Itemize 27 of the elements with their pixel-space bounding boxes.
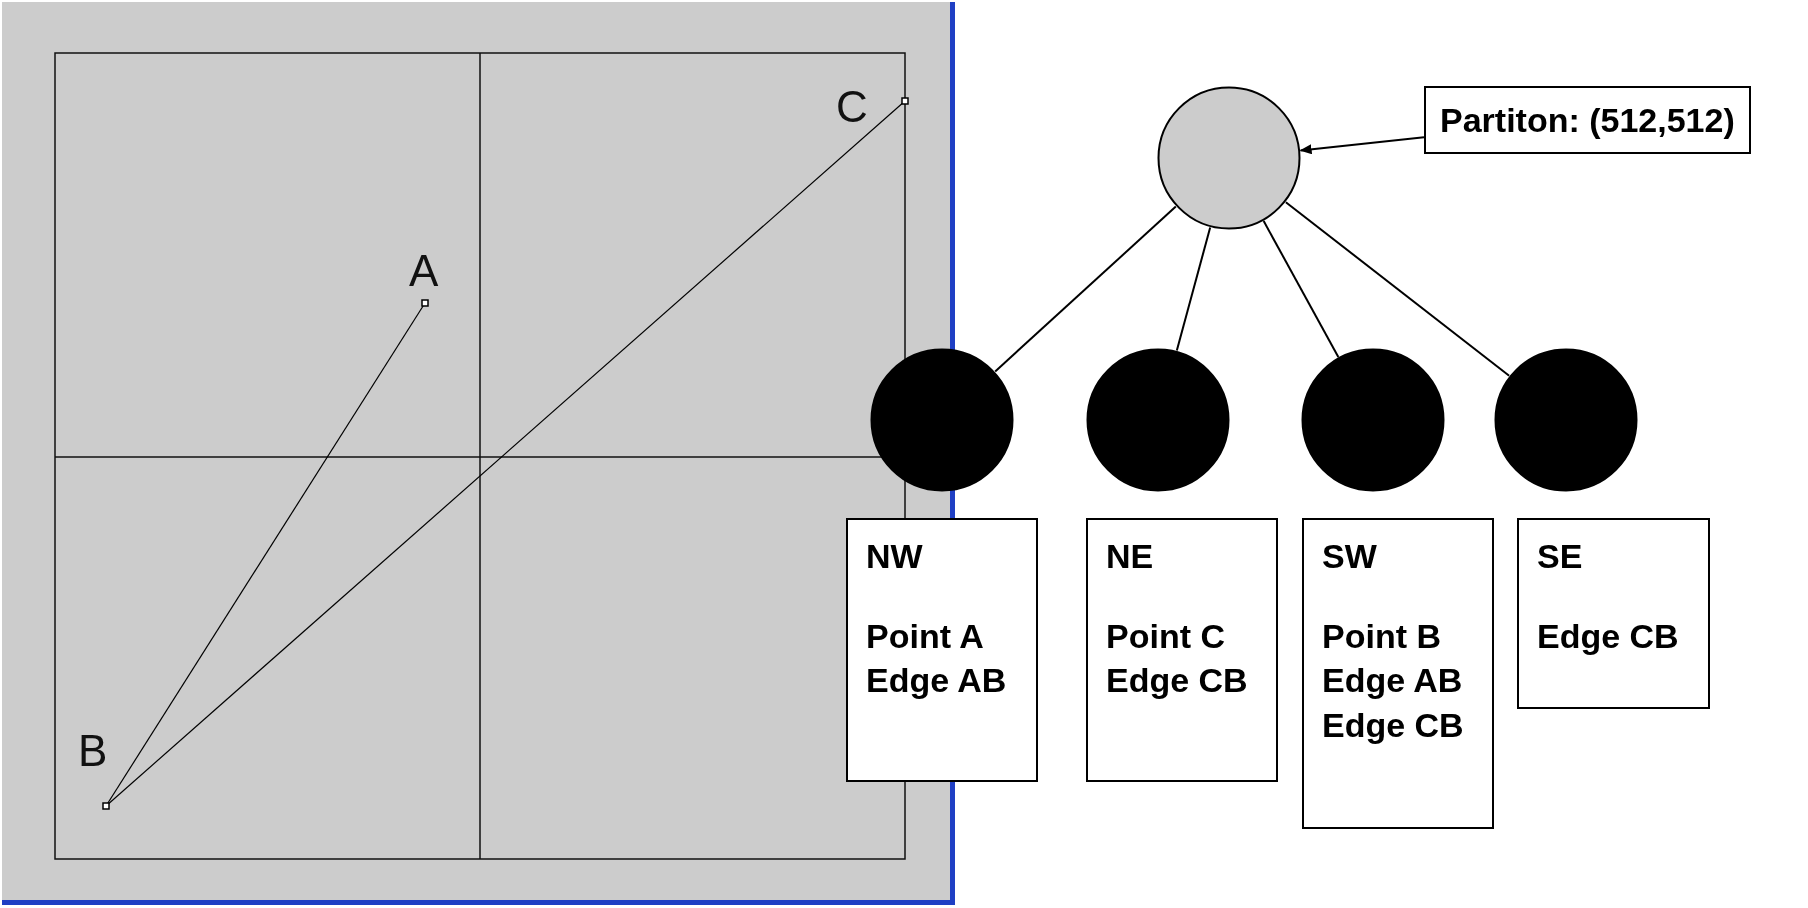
- point-label: C: [836, 82, 868, 132]
- tree-branch-line: [1175, 226, 1212, 352]
- point-label: A: [409, 246, 439, 296]
- tree-node-circle: [870, 348, 1014, 492]
- tree-branch-line: [994, 205, 1177, 373]
- tree-branch-line: [1262, 220, 1340, 358]
- quadrant-entry: Edge CB: [1322, 704, 1465, 746]
- tree-node-circle: [1494, 348, 1638, 492]
- tree-node-circle: [1301, 348, 1445, 492]
- quadrant-heading: SW: [1322, 536, 1378, 577]
- quadrant-heading: SE: [1537, 536, 1584, 577]
- point-label: B: [78, 726, 108, 776]
- quadrant-entry: Point C: [1106, 616, 1226, 658]
- quadrant-entry: Point B: [1322, 616, 1442, 658]
- quadrant-heading: NE: [1106, 536, 1155, 577]
- tree-branch-line: [1284, 201, 1511, 377]
- quadrant-entry: Edge CB: [1106, 660, 1249, 702]
- quadrant-entry: Edge CB: [1537, 616, 1680, 658]
- quadrant-heading: NW: [866, 536, 924, 577]
- tree-node-circle: [1157, 86, 1301, 230]
- partition-label: Partiton: (512,512): [1440, 100, 1735, 141]
- map-panel: [2, 2, 955, 905]
- quadrant-entry: Edge AB: [866, 660, 1008, 702]
- tree-node-circle: [1086, 348, 1230, 492]
- quadrant-entry: Point A: [866, 616, 985, 658]
- quadrant-entry: Edge AB: [1322, 660, 1464, 702]
- arrow: [1299, 136, 1425, 155]
